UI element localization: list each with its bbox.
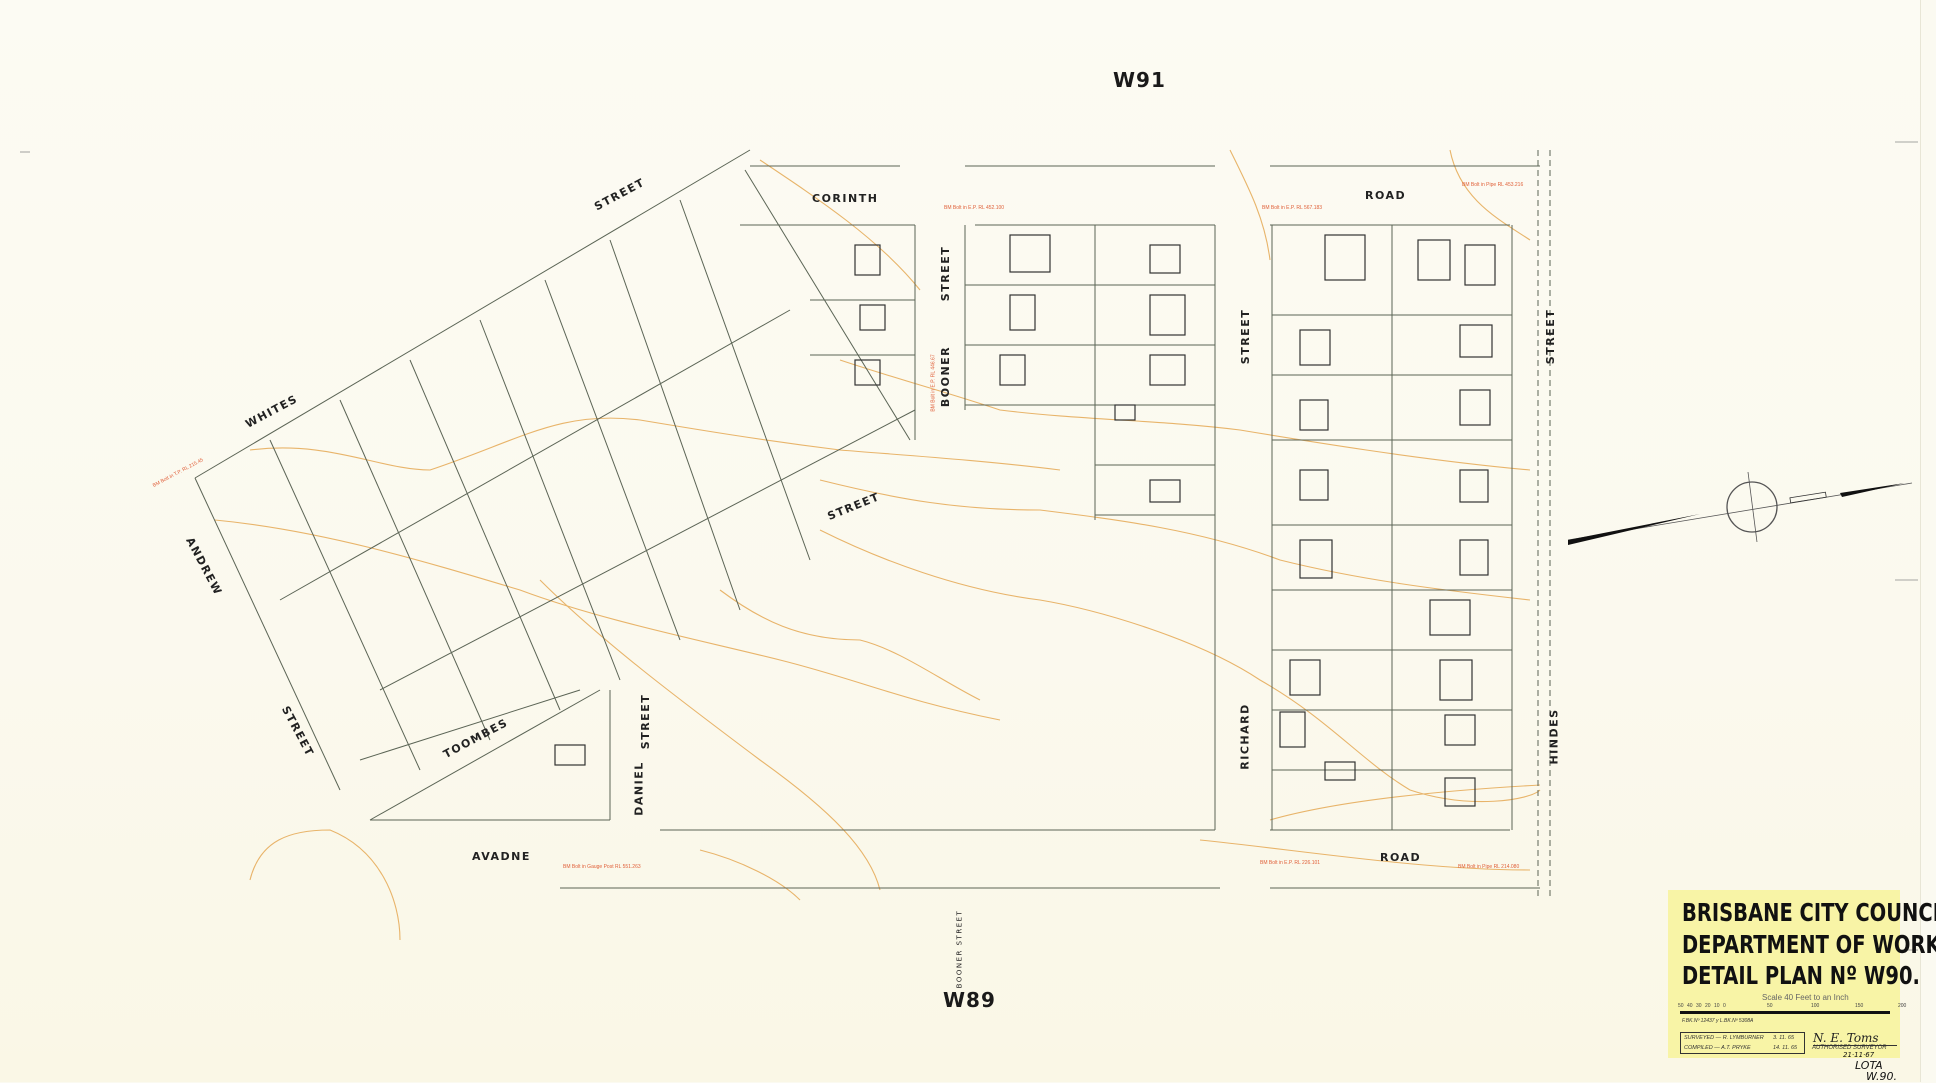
- scale-tick: 0: [1723, 1003, 1726, 1009]
- street-label-booner-bottom: BOONER STREET: [955, 909, 964, 989]
- street-label-richard-street: STREET: [1239, 308, 1253, 365]
- benchmark-label: BM Bolt in Pipe RL 214.080: [1458, 864, 1520, 870]
- street-label-richard: RICHARD: [1238, 703, 1252, 770]
- scale-tick: 30: [1696, 1003, 1702, 1009]
- benchmark-label: BM Bolt in E.P. RL 567.183: [1262, 205, 1323, 211]
- street-label-hindes-street: STREET: [1544, 308, 1558, 365]
- compiled-date: 14. 11. 65: [1773, 1045, 1798, 1051]
- title-block: BRISBANE CITY COUNCIL DEPARTMENT OF WORK…: [1668, 890, 1936, 1058]
- adjacent-sheet-south: W89: [943, 988, 996, 1012]
- annotation-lota: LOTA: [1855, 1059, 1883, 1072]
- benchmark-label: BM Bolt in E.P. RL 226.101: [1260, 860, 1321, 866]
- scale-tick: 40: [1687, 1003, 1693, 1009]
- street-label-daniel: DANIEL: [632, 761, 646, 816]
- benchmark-label: BM Bolt in Gauge Post RL 551.263: [563, 864, 641, 870]
- survey-credits: SURVEYED — R. LYMBURNER 3. 11. 65 COMPIL…: [1680, 1032, 1805, 1054]
- street-label-daniel-street: STREET: [639, 693, 653, 750]
- scale-tick: 20: [1705, 1003, 1711, 1009]
- street-label-hindes: HINDES: [1547, 708, 1561, 765]
- scale-bar: [1680, 1011, 1890, 1014]
- scale-text: Scale 40 Feet to an Inch: [1762, 993, 1849, 1002]
- building-footprints: [554, 234, 1496, 807]
- benchmark-label: BM Bolt in E.P. RL 446.67: [930, 354, 937, 412]
- scale-tick: 200: [1898, 1003, 1907, 1009]
- benchmark-label: BM Bolt in E.P. RL 452.100: [944, 205, 1005, 211]
- street-label-booner-street: STREET: [939, 245, 953, 302]
- compiled-by: COMPILED — A.T. PRYKE: [1684, 1045, 1751, 1051]
- title-department: DEPARTMENT OF WORKS: [1682, 930, 1936, 959]
- field-book-reference: F.BK.Nº 12437 y L.BK.Nº 5308A: [1682, 1018, 1754, 1024]
- street-label-avadne: AVADNE: [472, 850, 531, 863]
- surveyed-date: 3. 11. 65: [1773, 1035, 1794, 1041]
- street-label-corinth: CORINTH: [812, 192, 879, 205]
- scale-tick: 100: [1811, 1003, 1820, 1009]
- street-label-road-top: ROAD: [1365, 189, 1407, 202]
- annotation-plan: W.90.: [1866, 1070, 1897, 1083]
- signature-role: AUTHORISED SURVEYOR: [1812, 1045, 1887, 1051]
- annotation-date: 21·11·67: [1843, 1051, 1875, 1059]
- surveyor-signature: N. E. Toms: [1813, 1031, 1897, 1046]
- title-plan-number: DETAIL PLAN Nº W90.: [1682, 961, 1920, 990]
- street-label-booner: BOONER: [939, 345, 953, 408]
- title-council: BRISBANE CITY COUNCIL: [1682, 898, 1936, 927]
- scale-tick: 10: [1714, 1003, 1720, 1009]
- scale-tick: 150: [1855, 1003, 1864, 1009]
- boundary-lines: [194, 149, 1551, 900]
- adjacent-sheet-north: W91: [1113, 68, 1166, 92]
- benchmark-label: BM Bolt in Pipe RL 453.216: [1462, 182, 1524, 188]
- scale-tick: 50: [1767, 1003, 1773, 1009]
- north-arrow-compass: [1567, 471, 1913, 545]
- contour-lines: [214, 149, 1541, 941]
- surveyed-by: SURVEYED — R. LYMBURNER: [1684, 1035, 1764, 1041]
- scale-tick: 50: [1678, 1003, 1684, 1009]
- street-label-road-bottom: ROAD: [1380, 851, 1422, 864]
